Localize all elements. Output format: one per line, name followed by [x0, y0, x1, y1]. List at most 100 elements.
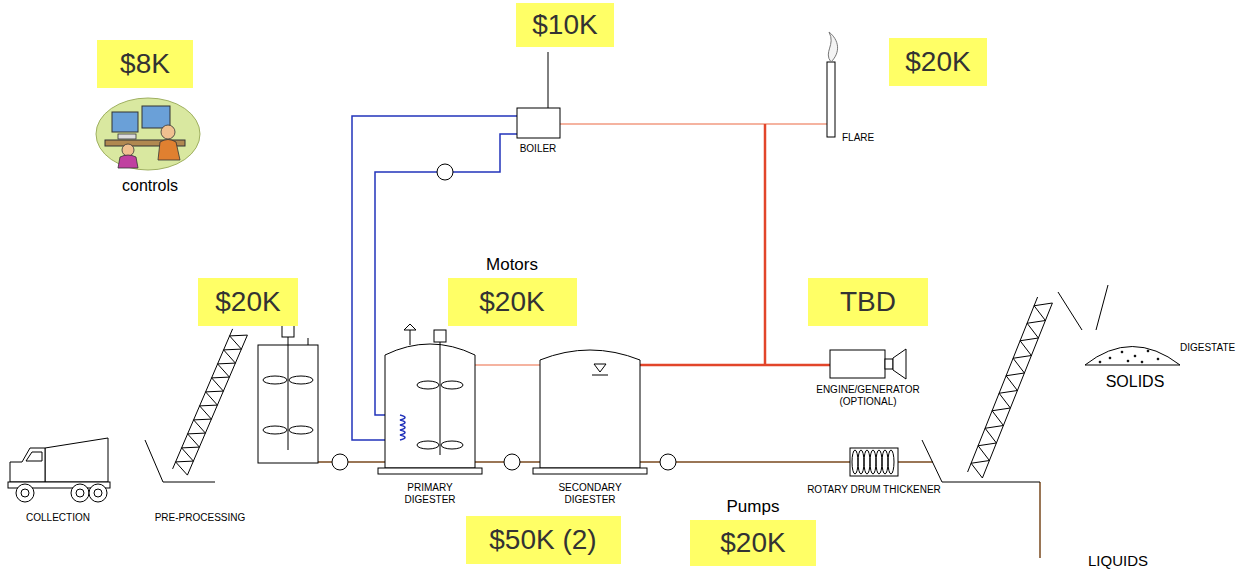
cost-value: $20K: [448, 278, 577, 326]
label-holder: ENGINE/GENERATOR (OPTIONAL): [811, 384, 925, 408]
cost-box: Motors $20K: [448, 256, 577, 326]
cost-heading: Pumps: [727, 498, 780, 517]
controls-clipart: [142, 106, 170, 128]
controls-clipart: [118, 134, 136, 139]
primary-digester: [404, 324, 416, 330]
controls-clipart: [161, 125, 175, 139]
primary-digester: [410, 330, 411, 345]
primary-digester: [400, 415, 405, 440]
separator-screw: [1058, 292, 1082, 330]
cost-value: $50K (2): [466, 516, 621, 564]
label-holder: PRE-PROCESSING: [155, 512, 246, 524]
engine-generator: [830, 349, 906, 379]
dump-truck: [94, 489, 102, 497]
rotary-drum-thickener: [850, 448, 898, 476]
primary-digester: [434, 330, 446, 342]
preprocessing-screw: [145, 329, 247, 482]
digestate-pile: [1099, 361, 1101, 363]
rotary-drum-thickener: [888, 450, 894, 474]
part-label: controls: [122, 176, 178, 195]
label-holder: FLARE: [842, 132, 874, 144]
flare: [827, 62, 835, 137]
engine-generator: [885, 359, 893, 369]
secondary-digester: [592, 375, 608, 376]
mix-tank: [263, 426, 287, 434]
controls-clipart: [96, 98, 200, 170]
primary-digester: [378, 468, 482, 474]
secondary-digester: [594, 364, 606, 372]
rotary-drum-thickener: [864, 450, 870, 474]
pump-symbol: [504, 454, 520, 470]
process-pipe: [318, 461, 385, 463]
engine-generator: [830, 350, 885, 378]
pump-symbol: [332, 164, 676, 470]
label-holder: DIGESTATE: [1180, 342, 1235, 354]
primary-digester: [378, 324, 482, 474]
dump-truck: [71, 484, 89, 502]
flare: [828, 32, 837, 62]
cost-value: $8K: [97, 40, 193, 88]
rotary-drum-thickener: [876, 450, 882, 474]
digestate-pile: [1157, 358, 1159, 360]
cost-value: $20K: [690, 520, 816, 566]
controls-clipart: [158, 140, 180, 161]
dump-truck: [76, 489, 84, 497]
rotary-drum-thickener: [870, 450, 876, 474]
label-holder: controls: [122, 176, 178, 195]
cost-value: TBD: [808, 278, 928, 326]
part-label: FLARE: [842, 132, 874, 144]
secondary-digester: [533, 468, 647, 474]
primary-digester: [417, 381, 439, 389]
controls-clipart: [112, 112, 138, 132]
label-holder: COLLECTION: [26, 512, 90, 524]
cost-box: $10K: [516, 3, 614, 47]
gas-line: [560, 123, 827, 125]
part-label: ENGINE/GENERATOR (OPTIONAL): [811, 384, 925, 408]
mix-tank: [288, 337, 289, 450]
boiler: [548, 52, 549, 108]
secondary-digester: [540, 350, 640, 468]
secondary-digester: [533, 350, 647, 474]
process-pipe: [318, 462, 1040, 558]
digestate-pile: [1085, 347, 1180, 366]
digestate-pile: [1121, 351, 1123, 353]
primary-digester: [441, 441, 463, 449]
cost-value: $20K: [889, 38, 987, 86]
mix-tank: [289, 376, 313, 384]
digestate-pile: [1085, 347, 1180, 366]
digestate-pile: [1127, 360, 1129, 362]
digestate-pile: [1147, 350, 1149, 352]
digestate-pile: [1109, 357, 1111, 359]
process-pipe: [898, 461, 933, 463]
separator-screw: [971, 303, 1052, 478]
rotary-drum-thickener: [852, 450, 858, 474]
cost-box: $20K: [198, 278, 298, 326]
preprocessing-screw: [176, 335, 248, 475]
label-holder: SECONDARY DIGESTER: [549, 482, 631, 506]
mix-tank: [263, 376, 287, 384]
label-holder: LIQUIDS: [1088, 552, 1148, 570]
mix-tank: [289, 426, 313, 434]
pump-symbol: [660, 454, 676, 470]
mix-tank: [282, 325, 294, 337]
controls-clipart: [118, 155, 138, 168]
pump-symbol: [437, 164, 453, 180]
gas-line: [475, 364, 540, 366]
primary-digester: [440, 342, 441, 455]
cost-box: $50K (2): [466, 516, 621, 564]
cost-heading: Motors: [486, 256, 538, 275]
part-label: DIGESTATE: [1180, 342, 1235, 354]
part-label: ROTARY DRUM THICKENER: [807, 484, 941, 496]
gas-line: [640, 364, 830, 367]
boiler: [517, 108, 560, 138]
label-holder: SOLIDS: [1106, 372, 1165, 391]
part-label: SECONDARY DIGESTER: [549, 482, 631, 506]
separator-screw: [1096, 285, 1108, 330]
cost-value: $10K: [516, 3, 614, 47]
digestate-pile: [1141, 361, 1143, 363]
cost-box: $20K: [889, 38, 987, 86]
primary-digester: [441, 381, 463, 389]
cost-box: TBD: [808, 278, 928, 326]
part-label: SOLIDS: [1106, 372, 1165, 391]
